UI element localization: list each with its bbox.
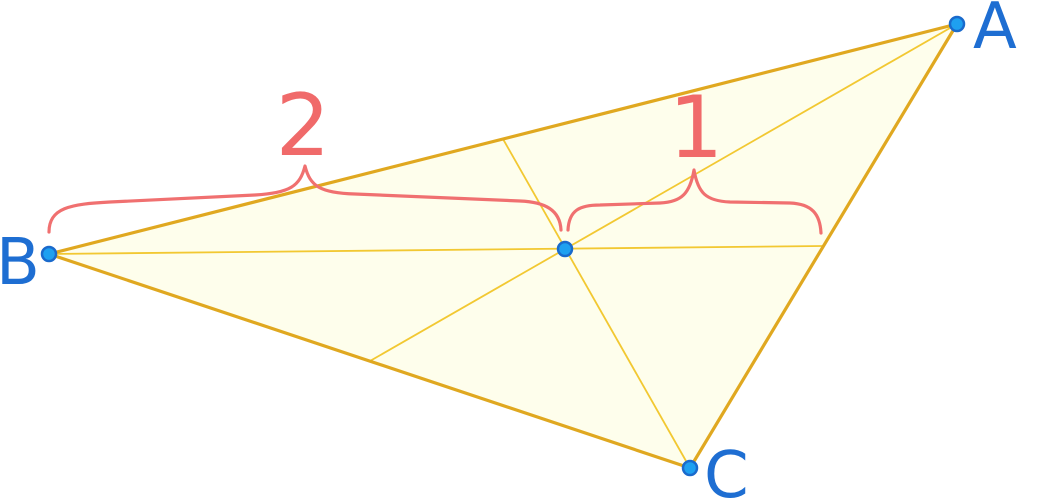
brace-short-segment xyxy=(566,168,823,235)
ratio-label-long: 2 xyxy=(276,76,331,176)
point-centroid[interactable] xyxy=(556,240,574,258)
point-c[interactable] xyxy=(681,459,699,477)
edge-bc xyxy=(47,252,692,470)
brace-long-segment xyxy=(47,164,563,234)
median-from-b xyxy=(48,245,824,255)
triangle-fill xyxy=(49,24,957,468)
median-from-a xyxy=(369,23,958,362)
point-a[interactable] xyxy=(948,15,966,33)
vertex-label-c: C xyxy=(704,439,749,499)
ratio-label-short: 1 xyxy=(669,78,724,178)
edge-ca xyxy=(688,22,959,470)
vertex-label-a: A xyxy=(973,0,1017,64)
median-from-c xyxy=(502,138,691,469)
point-b[interactable] xyxy=(40,245,58,263)
vertex-label-b: B xyxy=(0,226,40,300)
edge-ab xyxy=(47,22,959,256)
